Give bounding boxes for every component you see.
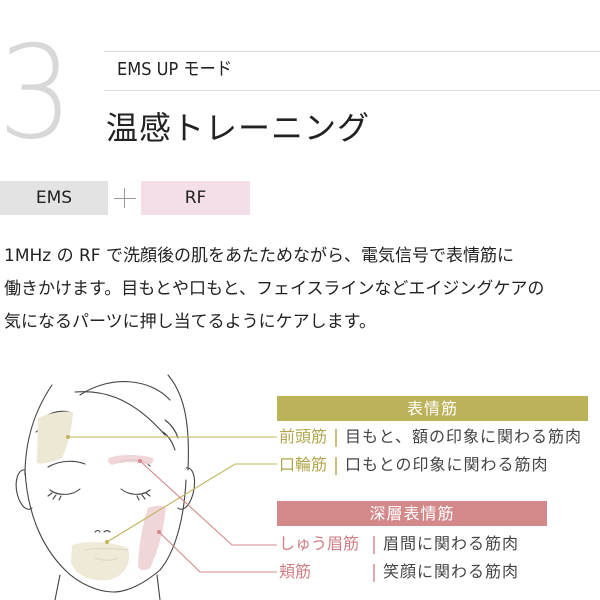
separator bbox=[373, 535, 375, 554]
muscle-name: 前頭筋 bbox=[279, 427, 328, 446]
muscle-name: 頬筋 bbox=[279, 562, 312, 581]
muscle-row: しゅう眉筋 眉間に関わる筋肉 bbox=[279, 533, 519, 555]
section-number: 3 bbox=[0, 19, 73, 168]
muscle-description: 目もと、額の印象に関わる筋肉 bbox=[345, 427, 583, 446]
separator bbox=[335, 428, 338, 447]
tag-ems: EMS bbox=[0, 181, 108, 215]
page-title: 温感トレーニング bbox=[106, 109, 371, 147]
muscle-row: 前頭筋目もと、額の印象に関わる筋肉 bbox=[279, 426, 582, 448]
description-line: 働きかけます。目もとや口もと、フェイスラインなどエイジングケアの bbox=[4, 279, 545, 299]
mode-label: EMS UP モード bbox=[117, 59, 233, 80]
muscle-row: 口輪筋口もとの印象に関わる筋肉 bbox=[279, 454, 549, 476]
muscle-name: しゅう眉筋 bbox=[279, 534, 360, 553]
muscle-row: 頬筋 笑顔に関わる筋肉 bbox=[279, 561, 519, 583]
tag-rf: RF bbox=[141, 181, 250, 215]
plus-icon bbox=[114, 188, 136, 208]
muscle-description: 笑顔に関わる筋肉 bbox=[383, 562, 520, 581]
muscle-description: 口もとの印象に関わる筋肉 bbox=[345, 455, 549, 474]
separator bbox=[335, 456, 338, 475]
divider-top bbox=[104, 51, 600, 52]
separator bbox=[373, 563, 375, 582]
face-illustration bbox=[15, 374, 277, 600]
group-header-deep: 深層表情筋 bbox=[277, 501, 547, 526]
muscle-description: 眉間に関わる筋肉 bbox=[383, 534, 520, 553]
description-line: 1MHz の RF で洗顔後の肌をあたためながら、電気信号で表情筋に bbox=[4, 246, 514, 266]
description: 1MHz の RF で洗顔後の肌をあたためながら、電気信号で表情筋に 働きかけま… bbox=[4, 240, 600, 339]
group-header-superficial: 表情筋 bbox=[277, 396, 588, 421]
muscle-name: 口輪筋 bbox=[279, 455, 328, 474]
description-line: 気になるパーツに押し当てるようにケアします。 bbox=[4, 312, 376, 332]
divider-middle bbox=[104, 90, 600, 91]
